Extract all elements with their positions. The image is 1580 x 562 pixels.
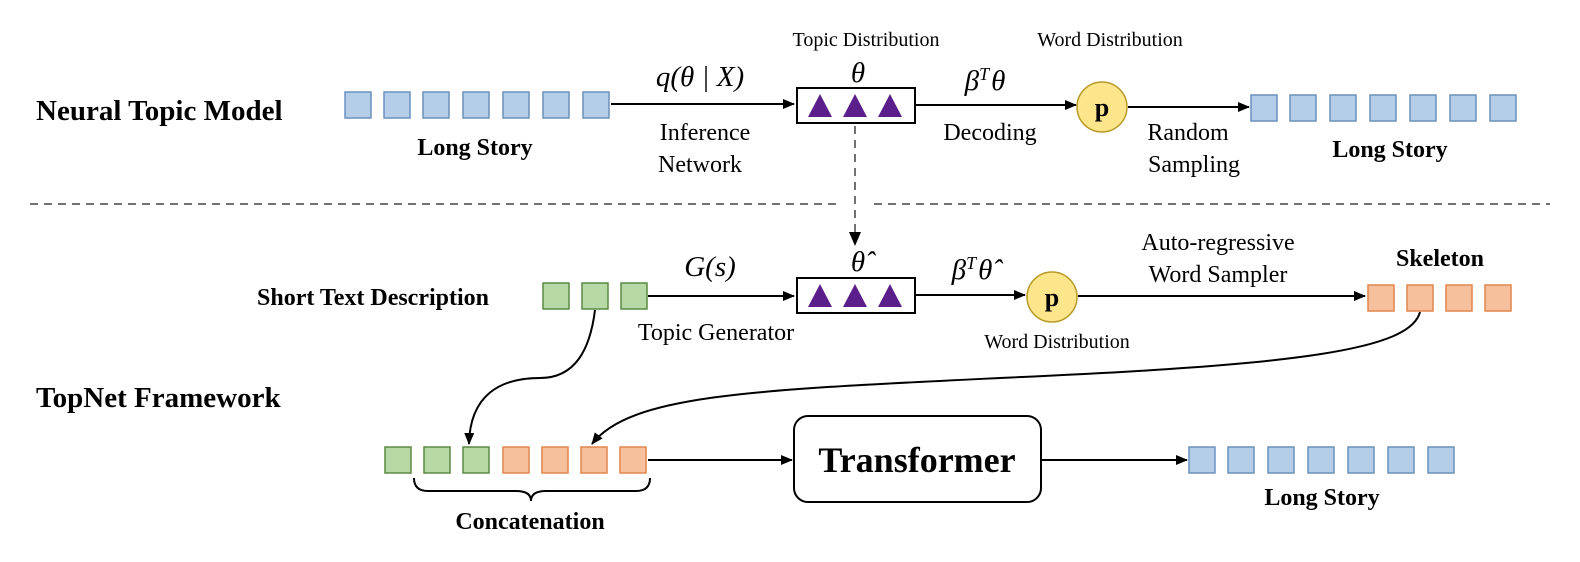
ntm-output-token <box>1449 94 1477 122</box>
topnet-word-distribution-node <box>1026 271 1078 323</box>
topnet-output-token <box>1427 446 1455 474</box>
ntm-output-token <box>1409 94 1437 122</box>
ntm-beta-theta: βTθ <box>964 64 1006 97</box>
ntm-output-token <box>1329 94 1357 122</box>
theta-hat: θ̂ <box>851 246 876 278</box>
ntm-topic-distribution-label: Topic Distribution <box>793 29 940 51</box>
ntm-random-line1: Random <box>1147 120 1229 146</box>
skeleton-token <box>1445 284 1473 312</box>
concat-skeleton-token <box>502 446 530 474</box>
ntm-input-token <box>502 91 530 119</box>
ntm-p-symbol: p <box>1095 93 1109 122</box>
topnet-output-token <box>1347 446 1375 474</box>
concatenated-tokens <box>384 446 647 474</box>
skeleton-token <box>1367 284 1395 312</box>
ntm-inference-line2: Network <box>658 152 742 178</box>
topnet-section-title: TopNet Framework <box>36 382 281 414</box>
ntm-q-formula: q(θ | X) <box>656 61 744 93</box>
short-text-description-label: Short Text Description <box>257 285 489 311</box>
concat-short-text-token <box>423 446 451 474</box>
ntm-output-token <box>1489 94 1517 122</box>
ntm-input-token <box>422 91 450 119</box>
concat-skeleton-token <box>580 446 608 474</box>
beta-theta-hat: βTθ̂ <box>951 253 1004 286</box>
topnet-output-token <box>1188 446 1216 474</box>
g-formula: G(s) <box>684 251 736 283</box>
skeleton-to-concat-arrow <box>591 311 1421 445</box>
ntm-word-distribution-label: Word Distribution <box>1037 29 1183 51</box>
topnet-output-token <box>1227 446 1255 474</box>
topic-triangle <box>808 284 832 307</box>
transformer-box <box>793 415 1042 503</box>
topnet-output-label: Long Story <box>1264 485 1379 511</box>
topnet-p-symbol: p <box>1045 283 1059 312</box>
concat-skeleton-token <box>541 446 569 474</box>
sampler-line2: Word Sampler <box>1149 262 1288 288</box>
ntm-output-label: Long Story <box>1332 137 1447 163</box>
ntm-input-token <box>462 91 490 119</box>
ntm-output-tokens <box>1250 94 1517 122</box>
ntm-theta: θ <box>851 57 865 89</box>
short-text-to-concat-arrow <box>464 309 596 445</box>
skeleton-token <box>1484 284 1512 312</box>
topnet-word-distribution-label: Word Distribution <box>984 331 1130 353</box>
topic-triangle <box>878 94 902 117</box>
ntm-word-distribution-node <box>1076 81 1128 133</box>
topic-generator-label: Topic Generator <box>638 320 794 346</box>
theta-supervision-arrowhead <box>849 232 861 246</box>
skeleton-token <box>1406 284 1434 312</box>
topnet-topic-box <box>796 277 916 314</box>
ntm-random-line2: Sampling <box>1148 152 1240 178</box>
ntm-topic-box <box>796 87 916 124</box>
short-text-token <box>620 282 648 310</box>
ntm-input-token <box>542 91 570 119</box>
topic-triangle <box>878 284 902 307</box>
topic-triangle <box>808 94 832 117</box>
topic-triangle <box>843 94 867 117</box>
topnet-output-token <box>1267 446 1295 474</box>
ntm-input-token <box>344 91 372 119</box>
ntm-decoding-label: Decoding <box>943 120 1036 146</box>
ntm-input-label: Long Story <box>417 135 532 161</box>
ntm-output-token <box>1289 94 1317 122</box>
concatenation-brace <box>413 477 651 502</box>
transformer-label: Transformer <box>818 440 1015 480</box>
ntm-output-token <box>1369 94 1397 122</box>
ntm-input-tokens <box>344 91 610 119</box>
topnet-output-tokens <box>1188 446 1455 474</box>
ntm-section-title: Neural Topic Model <box>36 95 283 127</box>
ntm-input-token <box>383 91 411 119</box>
concatenation-label: Concatenation <box>455 509 604 535</box>
short-text-token <box>542 282 570 310</box>
sampler-line1: Auto-regressive <box>1141 230 1294 256</box>
ntm-output-token <box>1250 94 1278 122</box>
topic-triangle <box>843 284 867 307</box>
topnet-output-token <box>1307 446 1335 474</box>
ntm-input-token <box>582 91 610 119</box>
short-text-token <box>581 282 609 310</box>
short-text-tokens <box>542 282 648 310</box>
concat-short-text-token <box>384 446 412 474</box>
skeleton-label: Skeleton <box>1396 246 1484 272</box>
skeleton-tokens <box>1367 284 1512 312</box>
ntm-inference-line1: Inference <box>660 120 751 146</box>
concat-skeleton-token <box>619 446 647 474</box>
concat-short-text-token <box>462 446 490 474</box>
topnet-output-token <box>1387 446 1415 474</box>
